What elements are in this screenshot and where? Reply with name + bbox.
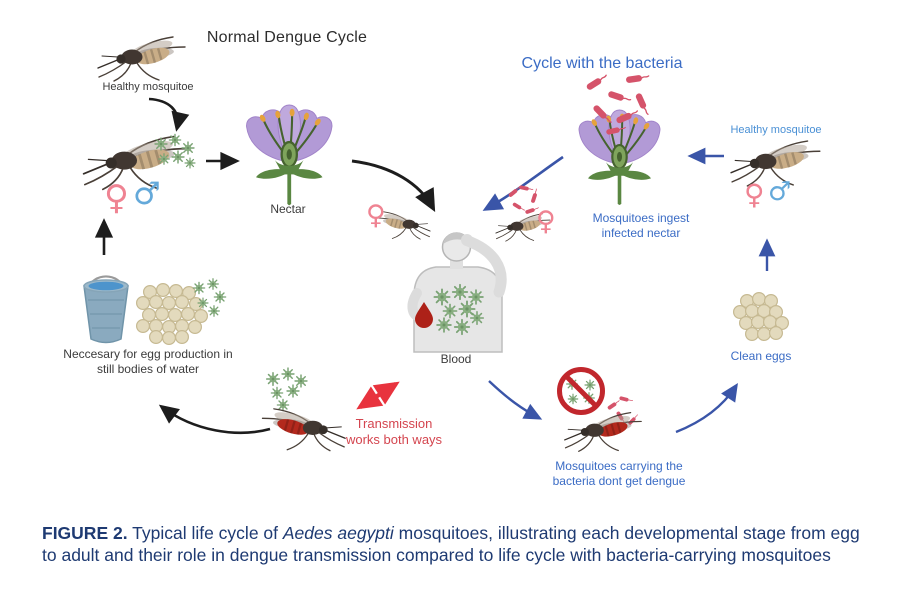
figure-caption-species: Aedes aegypti <box>282 523 394 543</box>
nectar-label: Nectar <box>270 202 306 216</box>
arrow-nectar-to-human <box>351 159 436 212</box>
bacteria-cluster-center <box>507 184 540 215</box>
egg-production-line2: still bodies of water <box>96 361 200 376</box>
blood-drop-icon <box>415 302 433 328</box>
female-symbol-center-right: ♀ <box>536 206 556 237</box>
transmission-label: Transmission works both ways <box>346 416 442 448</box>
ingest-nectar-label: Mosquitoes ingest infected nectar <box>593 211 690 240</box>
arrow-human-to-carrier-mosquito <box>488 380 543 420</box>
female-symbol-right: ♀ <box>744 178 765 211</box>
ingest-line1: Mosquitoes ingest <box>592 211 690 225</box>
figure-caption: FIGURE 2. Typical life cycle of Aedes ae… <box>42 523 868 566</box>
bacteria-carrier-mosquito-icon <box>563 411 643 453</box>
transmission-line2: works both ways <box>345 431 443 447</box>
female-symbol-center-left: ♀ <box>366 200 386 231</box>
ingest-line2: infected nectar <box>601 225 681 240</box>
arrow-healthy-to-adult <box>148 97 190 132</box>
normal-cycle-title: Normal Dengue Cycle <box>206 29 368 46</box>
carrying-line1: Mosquitoes carrying the <box>555 459 683 473</box>
diagram-artwork: ♀ ♂ <box>82 35 822 453</box>
transmission-line1: Transmission <box>355 416 433 431</box>
healthy-mosquito-top-left-icon <box>96 35 187 83</box>
carrier-mosquito-label: Mosquitoes carrying the bacteria dont ge… <box>553 459 686 488</box>
blood-label: Blood <box>440 352 472 366</box>
arrow-bacteria-flower-to-human <box>482 155 564 211</box>
figure-caption-number: FIGURE 2. <box>42 523 128 543</box>
figure-caption-text-after: mosquitoes, illustrating each developmen… <box>42 523 860 565</box>
water-bucket-icon <box>83 275 129 344</box>
arrow-mosquito-to-eggs <box>158 404 271 435</box>
arrow-transmission-both-ways <box>356 381 400 410</box>
arrow-carrier-to-clean-eggs <box>675 382 738 434</box>
nectar-flower-icon <box>245 103 334 207</box>
egg-cluster-right-icon <box>732 292 790 341</box>
male-symbol-left: ♂ <box>133 176 161 212</box>
healthy-mosquito-right-label: Healthy mosquitoe <box>730 124 822 136</box>
dengue-cycle-diagram: ♀ ♂ <box>63 29 822 488</box>
bacteria-flower-icon <box>577 108 662 207</box>
blood-fed-mosquito-center-icon <box>261 407 347 452</box>
male-symbol-right: ♂ <box>768 177 791 207</box>
virus-cluster-transmission <box>265 367 308 412</box>
bacteria-cycle-title: Cycle with the bacteria <box>521 55 683 72</box>
egg-production-line1: Neccesary for egg production in <box>63 347 233 361</box>
egg-production-label: Neccesary for egg production in still bo… <box>63 347 232 376</box>
egg-cluster-left-icon <box>136 283 208 345</box>
clean-eggs-label: Clean eggs <box>730 349 792 363</box>
female-symbol-left: ♀ <box>104 178 129 218</box>
healthy-mosquito-left-label: Healthy mosquitoe <box>102 81 194 93</box>
arrow-group <box>94 97 776 435</box>
human-figure <box>407 232 507 353</box>
figure-caption-text-before: Typical life cycle of <box>127 523 283 543</box>
no-dengue-icon <box>557 367 605 415</box>
carrying-line2: bacteria dont get dengue <box>552 473 686 488</box>
